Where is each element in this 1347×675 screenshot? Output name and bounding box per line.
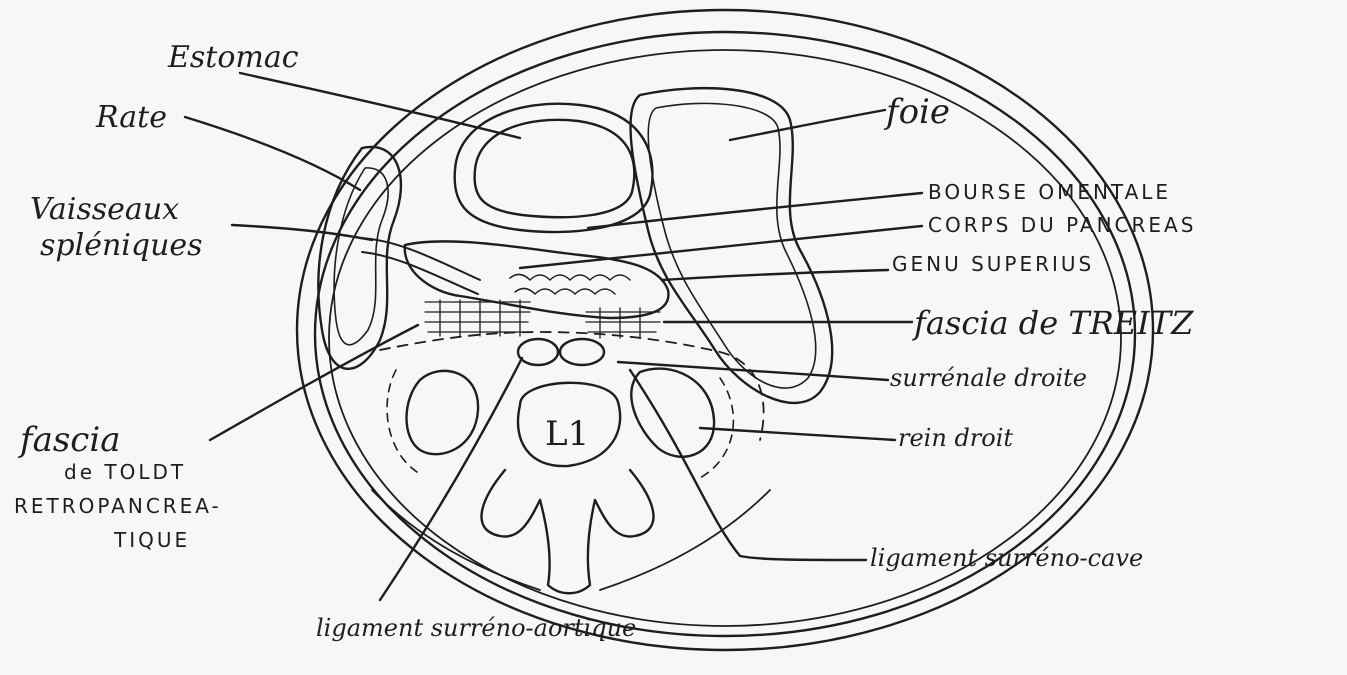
label-fascia: fascia: [20, 420, 121, 460]
label-bourse-omentale: BOURSE OMENTALE: [928, 180, 1171, 204]
label-rate: Rate: [96, 100, 167, 135]
leader-rein: [700, 428, 895, 440]
leader-corps: [520, 226, 922, 268]
leader-estomac: [240, 73, 520, 138]
vertebra-arch: [481, 470, 653, 593]
leader-rate: [185, 117, 360, 190]
label-estomac: Estomac: [168, 40, 299, 75]
right-adrenal: [560, 339, 604, 365]
label-surrenale-droite: surrénale droite: [890, 364, 1087, 392]
leader-aortique: [380, 358, 522, 600]
label-tique: TIQUE: [114, 528, 190, 552]
label-vaisseaux: Vaisseaux: [30, 192, 179, 227]
leader-surrenale: [618, 362, 888, 380]
splenic-vessels: [360, 238, 480, 294]
label-ligament-surreno-cave: ligament surréno-cave: [870, 544, 1143, 572]
stomach-lumen: [475, 120, 635, 217]
back-muscles: [372, 490, 770, 590]
label-fascia-treitz: fascia de TREITZ: [914, 304, 1193, 342]
vertebra-label: L1: [545, 414, 589, 454]
label-foie: foie: [886, 92, 950, 132]
stomach: [455, 104, 653, 232]
left-adrenal: [518, 339, 558, 365]
leader-cave: [630, 370, 866, 560]
leader-vaisseaux: [232, 225, 372, 240]
label-ligament-surreno-aortique: ligament surréno-aortique: [316, 614, 636, 642]
label-spleniques: spléniques: [40, 228, 203, 263]
leader-genu: [662, 270, 888, 280]
left-kidney: [407, 371, 479, 454]
label-rein-droit: rein droit: [898, 424, 1013, 452]
right-kidney: [631, 369, 714, 457]
label-genu-superius: GENU SUPERIUS: [892, 252, 1094, 276]
label-corps-pancreas: CORPS DU PANCREAS: [928, 213, 1196, 237]
label-de-toldt: de TOLDT: [64, 460, 186, 484]
leader-foie: [730, 110, 885, 140]
leader-bourse: [588, 193, 922, 228]
label-retropancrea: RETROPANCREA-: [14, 494, 222, 518]
pancreas-tissue: [510, 274, 630, 294]
